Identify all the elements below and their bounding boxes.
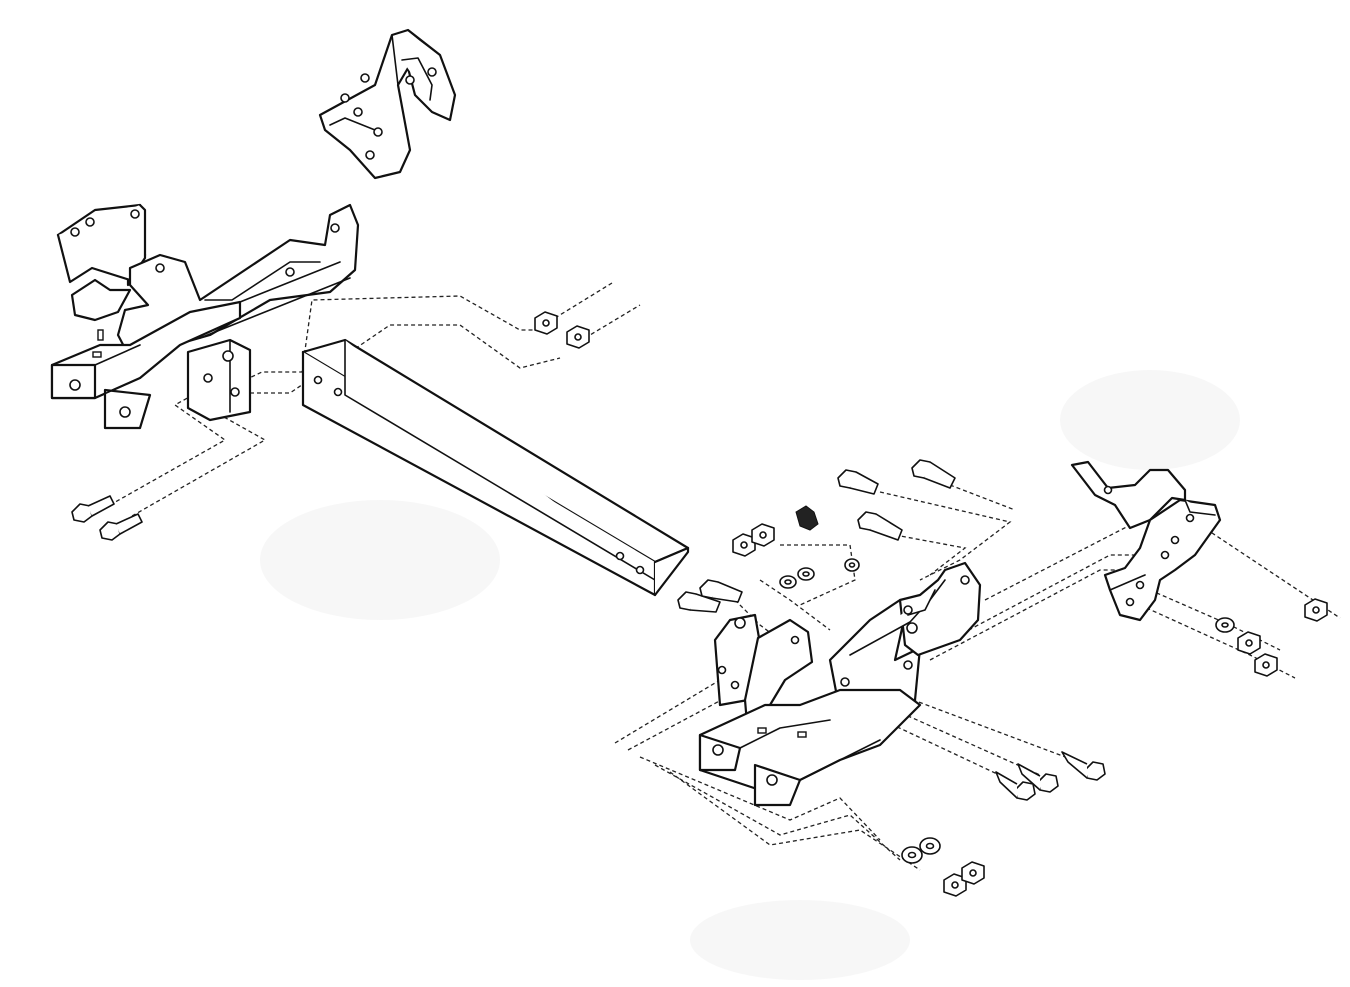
bolt-set-center: [677, 459, 956, 613]
left-frame-mount: [50, 203, 360, 430]
right-frame-mount: [698, 561, 982, 807]
cross-tube: [301, 338, 690, 597]
right-side-bracket: [1070, 460, 1222, 622]
background-smudges: [260, 370, 1240, 980]
bolt-set-lower-right: [995, 751, 1106, 801]
washer-nut-set-bottom: [901, 837, 985, 897]
bolt-set-left: [71, 495, 143, 541]
upper-left-bracket: [318, 28, 457, 180]
washer-nut-set-right: [1215, 598, 1328, 677]
nut-set-top: [534, 311, 590, 349]
washer-nut-set-center: [732, 523, 860, 589]
